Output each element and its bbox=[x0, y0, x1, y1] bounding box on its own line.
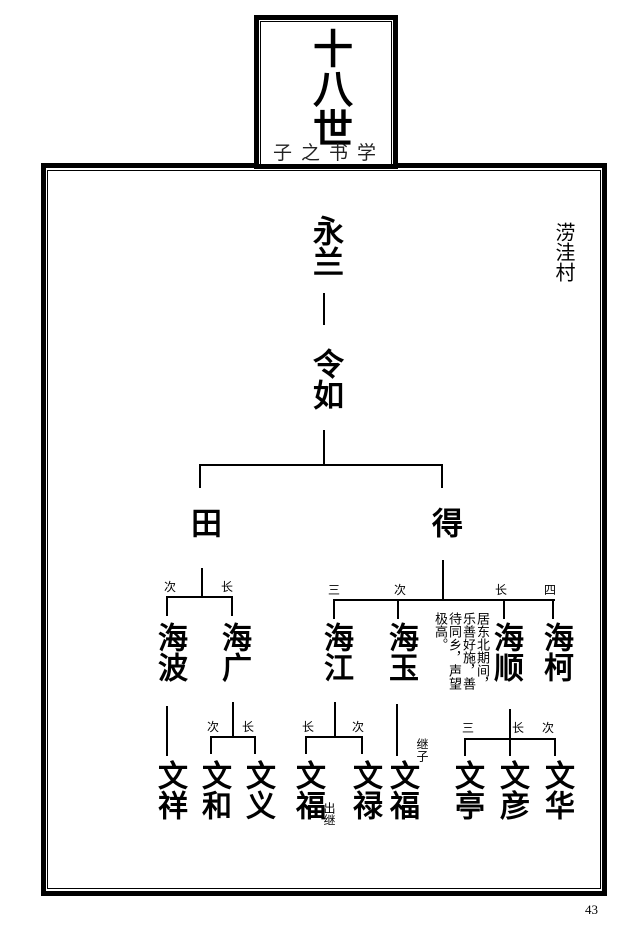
connector bbox=[361, 736, 363, 754]
connector bbox=[464, 738, 466, 756]
person-wenhe: 文和 bbox=[196, 760, 231, 820]
person-de: 得 bbox=[426, 507, 462, 538]
person-wenhua: 文华 bbox=[539, 760, 574, 820]
village-name: 涝洼村 bbox=[552, 222, 576, 282]
connector bbox=[210, 736, 255, 738]
page-number: 43 bbox=[585, 902, 598, 917]
person-haishun: 海顺 bbox=[488, 622, 523, 682]
main-inner-frame bbox=[47, 170, 601, 889]
connector bbox=[334, 702, 336, 737]
person-root: 永兰 bbox=[307, 215, 343, 277]
connector bbox=[509, 709, 511, 738]
connector bbox=[201, 568, 203, 596]
adopted-out-label: 出继 bbox=[322, 802, 336, 826]
birth-order-label: 三 bbox=[462, 721, 475, 735]
birth-order-label: 三 bbox=[328, 583, 341, 597]
person-wenlu: 文禄 bbox=[347, 760, 382, 820]
birth-order-label: 长 bbox=[242, 720, 255, 734]
connector bbox=[333, 599, 335, 619]
connector bbox=[305, 736, 307, 754]
person-wenting: 文亭 bbox=[449, 760, 484, 820]
connector bbox=[397, 599, 399, 619]
connector bbox=[441, 464, 443, 488]
adopted-son-label: 继子 bbox=[415, 738, 429, 762]
connector bbox=[552, 599, 554, 619]
person-tian: 田 bbox=[185, 507, 221, 538]
connector bbox=[199, 464, 442, 466]
connector bbox=[509, 738, 511, 756]
person-haibo: 海波 bbox=[152, 622, 187, 682]
header-box: 十八世 子之书学 bbox=[254, 15, 398, 169]
connector bbox=[396, 704, 398, 756]
birth-order-label: 次 bbox=[207, 720, 220, 734]
person-haiyu: 海玉 bbox=[383, 622, 418, 682]
person-wenfu: 文福 bbox=[290, 760, 325, 820]
person-haiguang: 海广 bbox=[216, 622, 251, 682]
connector bbox=[503, 599, 505, 619]
generation-title: 十八世 bbox=[306, 28, 352, 148]
header-subtitle: 子之书学 bbox=[272, 142, 385, 164]
person-wenxiang: 文祥 bbox=[152, 760, 187, 820]
connector bbox=[232, 702, 234, 737]
connector bbox=[199, 464, 201, 488]
person-haijiang: 海江 bbox=[318, 622, 353, 682]
birth-order-label: 四 bbox=[544, 583, 557, 597]
header-inner-frame bbox=[260, 21, 392, 169]
connector bbox=[333, 599, 555, 601]
person-wenyan: 文彦 bbox=[494, 760, 529, 820]
connector bbox=[323, 293, 325, 325]
birth-order-label: 长 bbox=[512, 721, 525, 735]
birth-order-label: 次 bbox=[542, 721, 555, 735]
connector bbox=[305, 736, 362, 738]
birth-order-label: 次 bbox=[394, 583, 407, 597]
person-wenfu-adopted: 文福 bbox=[384, 760, 419, 820]
connector bbox=[231, 596, 233, 616]
connector bbox=[442, 560, 444, 599]
connector bbox=[554, 738, 556, 756]
connector bbox=[166, 596, 168, 616]
connector bbox=[323, 430, 325, 465]
birth-order-label: 长 bbox=[495, 583, 508, 597]
connector bbox=[166, 706, 168, 756]
birth-order-label: 长 bbox=[302, 720, 315, 734]
connector bbox=[210, 736, 212, 754]
person-wenyi: 文义 bbox=[240, 760, 275, 820]
person-haike: 海柯 bbox=[538, 622, 573, 682]
birth-order-label: 次 bbox=[164, 580, 177, 594]
person-gen2: 令如 bbox=[307, 348, 343, 410]
birth-order-label: 次 bbox=[352, 720, 365, 734]
connector bbox=[254, 736, 256, 754]
connector bbox=[166, 596, 232, 598]
biography-note: 居东北期间，乐善好施，善待同乡，声望极高。 bbox=[432, 612, 489, 690]
birth-order-label: 长 bbox=[221, 580, 234, 594]
